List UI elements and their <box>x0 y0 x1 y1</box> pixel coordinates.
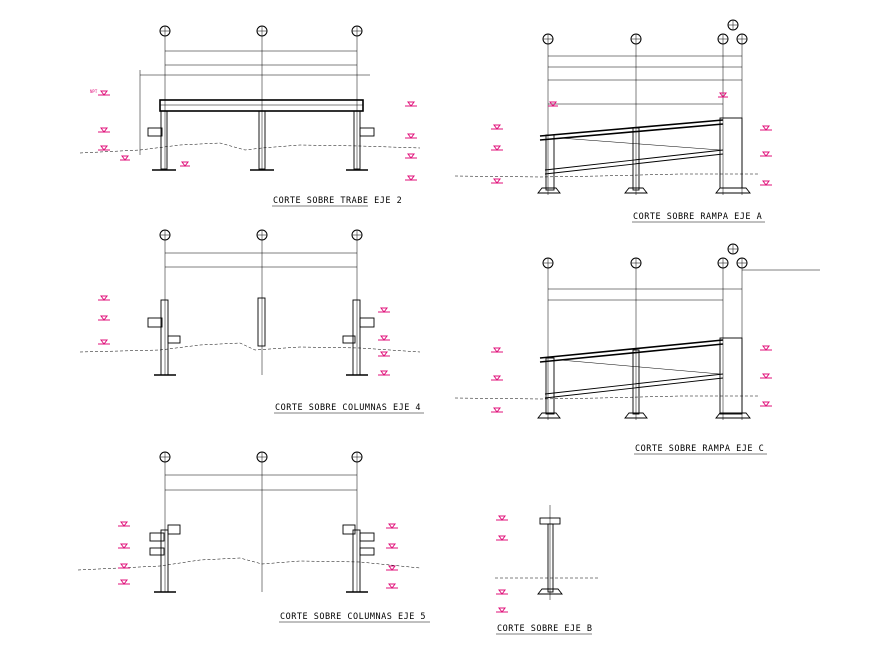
section-title: CORTE SOBRE RAMPA EJE C <box>635 444 764 454</box>
axis-bubble-2 <box>256 25 268 37</box>
axis-bubble-a2 <box>630 33 642 45</box>
axis-bubble-1 <box>159 451 171 463</box>
level-markers <box>118 521 398 589</box>
footings <box>537 187 751 194</box>
footings <box>537 412 751 419</box>
dimension-lines <box>547 268 743 420</box>
axis-bubble-c3 <box>717 257 729 269</box>
axis-bubble-a3 <box>717 33 729 45</box>
level-markers <box>491 92 772 186</box>
axis-bubble-3 <box>351 229 363 241</box>
axis-bubble-c2 <box>630 257 642 269</box>
terrain-line <box>79 342 421 353</box>
axis-bubble-a5 <box>727 19 739 31</box>
ramp <box>539 117 743 191</box>
columns <box>149 524 375 593</box>
level-markers <box>491 345 772 413</box>
section-rampa-eje-c: CORTE SOBRE RAMPA EJE C <box>454 243 820 455</box>
dimension-lines <box>547 44 743 195</box>
axis-bubble-3 <box>351 25 363 37</box>
ramp <box>539 337 743 415</box>
section-columnas-eje-4: CORTE SOBRE COLUMNAS EJE 4 <box>79 229 424 414</box>
npt-label: NPT <box>90 89 98 94</box>
section-title: CORTE SOBRE COLUMNAS EJE 5 <box>280 612 426 622</box>
section-title: CORTE SOBRE COLUMNAS EJE 4 <box>275 403 421 413</box>
axis-bubble-a1 <box>542 33 554 45</box>
dimension-lines <box>164 462 358 592</box>
axis-bubble-1 <box>159 25 171 37</box>
section-title: CORTE SOBRE TRABE EJE 2 <box>273 196 402 206</box>
columns <box>147 297 375 376</box>
axis-bubble-3 <box>351 451 363 463</box>
section-columnas-eje-5: CORTE SOBRE COLUMNAS EJE 5 <box>77 451 430 623</box>
column <box>537 505 563 600</box>
section-title: CORTE SOBRE RAMPA EJE A <box>633 212 762 222</box>
axis-bubble-2 <box>256 451 268 463</box>
section-title: CORTE SOBRE EJE B <box>497 624 593 634</box>
level-markers <box>496 515 508 613</box>
axis-bubble-2 <box>256 229 268 241</box>
section-trabe-eje-2: NPT CORTE SOBRE TRABE EJE 2 <box>79 25 421 207</box>
axis-bubble-c1 <box>542 257 554 269</box>
section-rampa-eje-a: CORTE SOBRE RAMPA EJE A <box>454 19 772 223</box>
dimension-lines <box>139 36 370 170</box>
level-markers <box>98 90 417 181</box>
axis-bubble-1 <box>159 229 171 241</box>
columns <box>147 110 375 171</box>
axis-bubble-c4 <box>736 257 748 269</box>
section-eje-b: CORTE SOBRE EJE B <box>495 505 600 635</box>
beam <box>159 99 364 112</box>
dimension-lines <box>164 240 358 375</box>
terrain-line <box>79 142 421 154</box>
terrain-line <box>454 395 760 400</box>
axis-bubble-a4 <box>736 33 748 45</box>
terrain-line <box>454 173 760 178</box>
level-markers <box>98 295 390 376</box>
axis-bubble-c5 <box>727 243 739 255</box>
